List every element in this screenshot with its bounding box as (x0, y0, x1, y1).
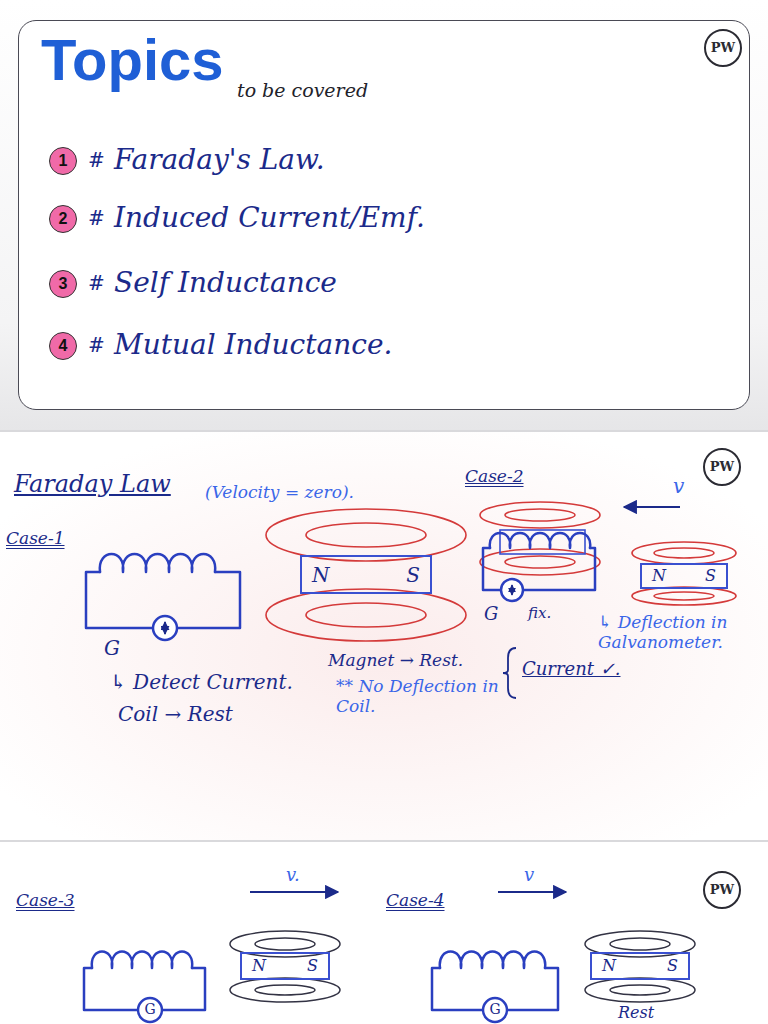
case-label: Case-2 (465, 466, 524, 486)
note: Current ✓. (522, 658, 621, 680)
number-text: 2 (59, 209, 68, 228)
logo-text: PW (710, 882, 734, 898)
logo-badge: PW (704, 29, 742, 67)
note: ↳ Deflection in Galvanometer. (598, 612, 764, 653)
velocity-symbol: v. (286, 864, 300, 886)
galvanometer-label: G (138, 1001, 162, 1018)
logo-badge: PW (703, 448, 741, 486)
note: ↳ Detect Current. (110, 670, 293, 694)
pole-label: N (252, 956, 266, 975)
note: ** No Deflection in Coil. (336, 676, 501, 717)
bar-magnet: NS (640, 563, 728, 589)
note: Rest (618, 1003, 654, 1022)
galvanometer-label: G (104, 636, 120, 660)
logo-text: PW (711, 40, 735, 56)
case-label: Case-4 (386, 890, 445, 910)
galvanometer-label: G (484, 603, 498, 625)
pole-label: S (667, 956, 678, 975)
pole-label: N (312, 563, 330, 587)
title-text: Topics (41, 25, 224, 95)
bar-magnet: NS (240, 952, 330, 980)
logo-text: PW (710, 459, 734, 475)
list-bullet: # (88, 271, 105, 295)
subtitle-text: to be covered (237, 79, 368, 102)
number-text: 3 (59, 274, 68, 293)
note: fix. (528, 604, 551, 622)
case-label: Case-3 (16, 890, 75, 910)
list-bullet: # (88, 333, 105, 357)
number-circle: 4 (49, 332, 77, 360)
pole-label: S (406, 563, 420, 587)
pole-label: N (652, 566, 666, 585)
topic-item: Induced Current/Emf. (114, 201, 425, 235)
velocity-note: (Velocity = zero). (205, 482, 354, 502)
number-text: 4 (59, 336, 68, 355)
topic-item: Faraday's Law. (114, 143, 325, 177)
list-bullet: # (88, 206, 105, 230)
bar-magnet: NS (590, 952, 690, 980)
list-bullet: # (88, 148, 105, 172)
section-heading: Faraday Law (14, 470, 171, 499)
velocity-symbol: v (673, 474, 684, 498)
velocity-symbol: v (524, 864, 534, 886)
logo-badge: PW (703, 871, 741, 909)
topic-item: Mutual Inductance. (114, 328, 392, 362)
number-circle: 2 (49, 205, 77, 233)
number-circle: 3 (49, 270, 77, 298)
topic-item: Self Inductance (114, 266, 337, 300)
pole-label: S (307, 956, 318, 975)
case-label: Case-1 (6, 528, 65, 548)
note: Magnet → Rest. (328, 650, 463, 670)
bar-magnet: NS (300, 555, 432, 594)
number-text: 1 (59, 151, 68, 170)
note: Coil → Rest (118, 702, 233, 726)
galvanometer-label: G (483, 1001, 507, 1018)
number-circle: 1 (49, 147, 77, 175)
pole-label: N (602, 956, 616, 975)
pole-label: S (705, 566, 716, 585)
